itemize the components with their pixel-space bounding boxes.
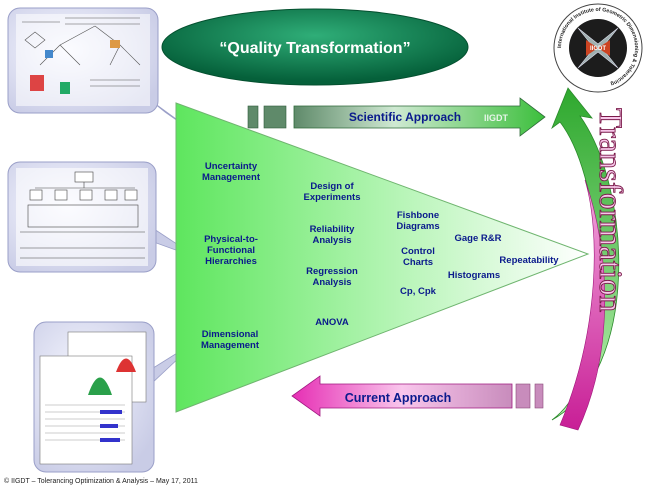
footer-text: © IIGDT – Tolerancing Optimization & Ana… <box>4 478 198 485</box>
thumbnail-equations <box>7 7 206 141</box>
thumbnail-reports <box>33 321 199 473</box>
logo-center-text: IIGDT <box>590 46 606 52</box>
magenta-curved-arrow <box>559 179 606 431</box>
repeatability-label: Repeatability <box>499 255 559 266</box>
current-approach-arrow: Current Approach <box>291 375 544 417</box>
current-approach-label: Current Approach <box>345 391 452 405</box>
scientific-approach-label: Scientific Approach <box>349 110 461 124</box>
iigdt-logo: International Institute of Geometric Dim… <box>553 3 643 93</box>
cp-cpk-label: Cp, Cpk <box>400 286 436 297</box>
title-ellipse <box>161 8 469 86</box>
transformation-triangle <box>175 102 590 413</box>
gage-rr-label: Gage R&R <box>454 233 502 244</box>
title-text: “Quality Transformation” <box>219 40 410 57</box>
anova-label: ANOVA <box>315 317 349 328</box>
histograms-label: Histograms <box>447 270 501 281</box>
thumbnail-hierarchy <box>7 161 199 273</box>
scientific-approach-arrow: Scientific Approach IIGDT <box>247 97 546 137</box>
transformation-vertical-text: Transformation <box>592 108 628 312</box>
iigdt-badge: IIGDT <box>484 113 509 123</box>
